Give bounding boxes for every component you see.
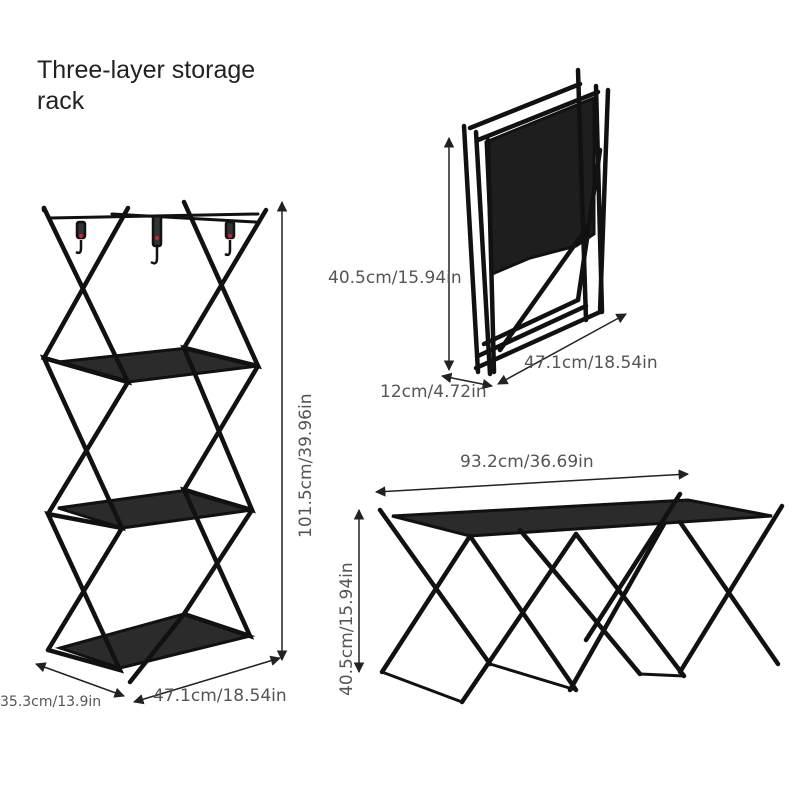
- title-line-1: Three-layer storage: [37, 56, 256, 84]
- rack-depth-label: 35.3cm/13.9in: [0, 694, 102, 710]
- table-configuration: [377, 491, 785, 705]
- hook-1-icon: [75, 220, 87, 255]
- product-title: Three-layer storage rack: [37, 55, 255, 117]
- rack-back-frame: [127, 199, 262, 685]
- rack-height-label: 101.5cm/39.96in: [296, 393, 316, 538]
- rack-width-arrow: [132, 655, 282, 705]
- storage-rack: [39, 199, 269, 685]
- hook-2-icon: [150, 214, 163, 265]
- folded-width-arrow: [497, 313, 627, 385]
- folded-height-label: 40.5cm/15.94in: [328, 268, 462, 288]
- rack-front-right-frame: [40, 205, 131, 385]
- table-length-label: 93.2cm/36.69in: [460, 452, 594, 472]
- folded-depth-label: 12cm/4.72in: [380, 382, 487, 402]
- rack-front-left-frame: [39, 205, 133, 674]
- rack-shelf-top: [57, 346, 259, 384]
- table-height-label: 40.5cm/15.94in: [337, 562, 357, 696]
- table-top: [391, 498, 773, 538]
- hanging-hooks: [75, 214, 236, 265]
- hook-3-icon: [224, 220, 236, 257]
- rack-width-label: 47.1cm/18.54in: [153, 686, 287, 706]
- table-length-arrow: [374, 469, 690, 497]
- folded-depth-arrow: [440, 372, 494, 390]
- rack-depth-arrow: [35, 662, 125, 698]
- folded-width-label: 47.1cm/18.54in: [524, 353, 658, 373]
- title-line-2: rack: [37, 87, 85, 115]
- folded-rack: [461, 67, 611, 377]
